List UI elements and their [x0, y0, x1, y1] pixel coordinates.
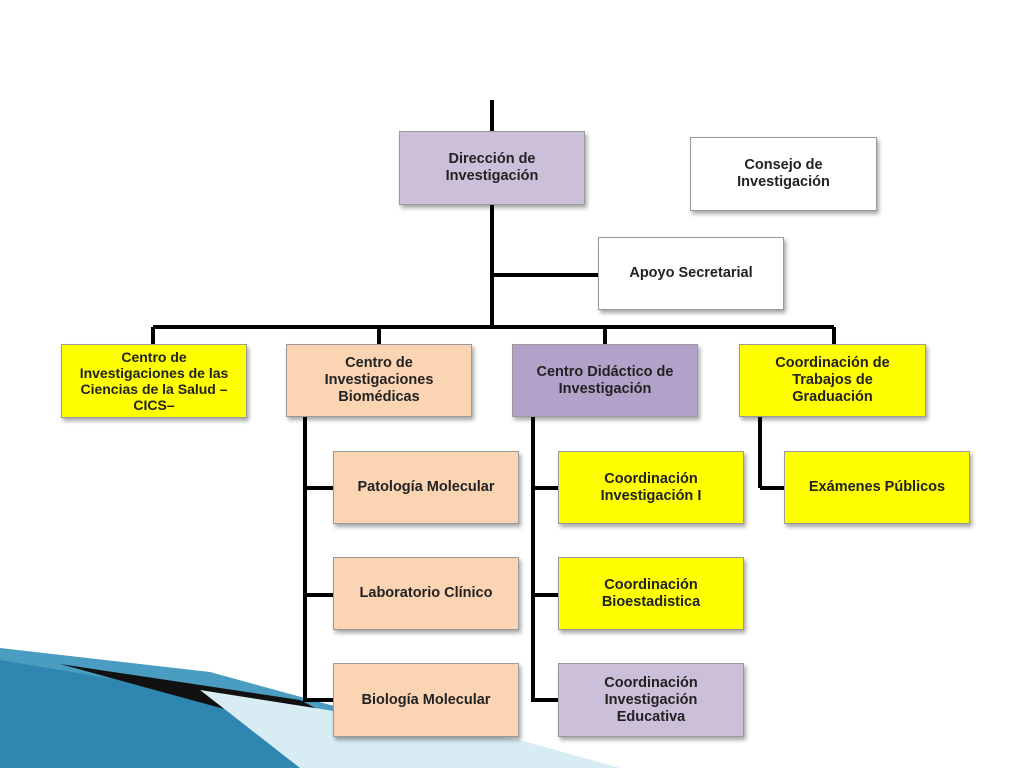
node-apoyo-secretarial: Apoyo Secretarial [598, 237, 784, 310]
node-coordinacion-graduacion: Coordinación de Trabajos de Graduación [739, 344, 926, 417]
node-coordinacion-investigacion-educativa: Coordinación Investigación Educativa [558, 663, 744, 737]
node-centro-biomedicas: Centro de Investigaciones Biomédicas [286, 344, 472, 417]
node-biologia-molecular: Biología Molecular [333, 663, 519, 737]
node-cics: Centro de Investigaciones de las Ciencia… [61, 344, 247, 418]
node-coordinacion-investigacion-1: Coordinación Investigación I [558, 451, 744, 524]
node-centro-didactico: Centro Didáctico de Investigación [512, 344, 698, 417]
node-direccion-investigacion: Dirección de Investigación [399, 131, 585, 205]
node-coordinacion-bioestadistica: Coordinación Bioestadistica [558, 557, 744, 630]
node-consejo-investigacion: Consejo de Investigación [690, 137, 877, 211]
node-examenes-publicos: Exámenes Públicos [784, 451, 970, 524]
node-patologia-molecular: Patología Molecular [333, 451, 519, 524]
node-laboratorio-clinico: Laboratorio Clínico [333, 557, 519, 630]
